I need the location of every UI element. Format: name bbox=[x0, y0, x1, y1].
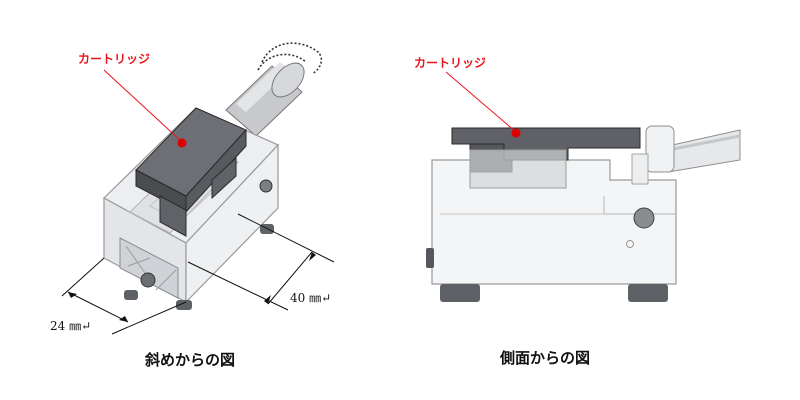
oblique-dim-width bbox=[61, 257, 187, 335]
side-callout-leader bbox=[445, 71, 517, 133]
side-body bbox=[431, 159, 677, 285]
side-foot-right bbox=[628, 284, 668, 302]
side-cartridge bbox=[451, 127, 641, 189]
oblique-dim-length-label: 40 ㎜↵ bbox=[290, 291, 331, 305]
side-foot-left bbox=[440, 284, 480, 302]
oblique-dim-length bbox=[187, 213, 335, 311]
side-port bbox=[633, 207, 655, 229]
oblique-cable bbox=[225, 42, 323, 137]
side-callout-dot bbox=[511, 128, 521, 138]
oblique-callout-dot bbox=[177, 138, 187, 148]
oblique-view: カートリッジ 40 ㎜↵ 24 ㎜↵ 斜めからの図 bbox=[50, 42, 335, 369]
oblique-side-port bbox=[259, 179, 273, 193]
side-view: カートリッジ 側面からの図 bbox=[414, 56, 741, 367]
oblique-callout-label: カートリッジ bbox=[78, 52, 150, 66]
oblique-front-port bbox=[140, 272, 156, 288]
oblique-cartridge bbox=[135, 107, 247, 237]
oblique-caption: 斜めからの図 bbox=[144, 351, 235, 369]
oblique-dim-width-label: 24 ㎜↵ bbox=[50, 319, 91, 333]
side-callout-label: カートリッジ bbox=[414, 56, 486, 70]
side-small-hole bbox=[626, 240, 634, 248]
side-caption: 側面からの図 bbox=[499, 349, 590, 367]
side-cable bbox=[645, 125, 741, 173]
oblique-foot bbox=[124, 290, 138, 300]
oblique-foot bbox=[176, 300, 192, 310]
oblique-callout-leader bbox=[103, 69, 183, 143]
side-left-connector bbox=[426, 248, 434, 268]
